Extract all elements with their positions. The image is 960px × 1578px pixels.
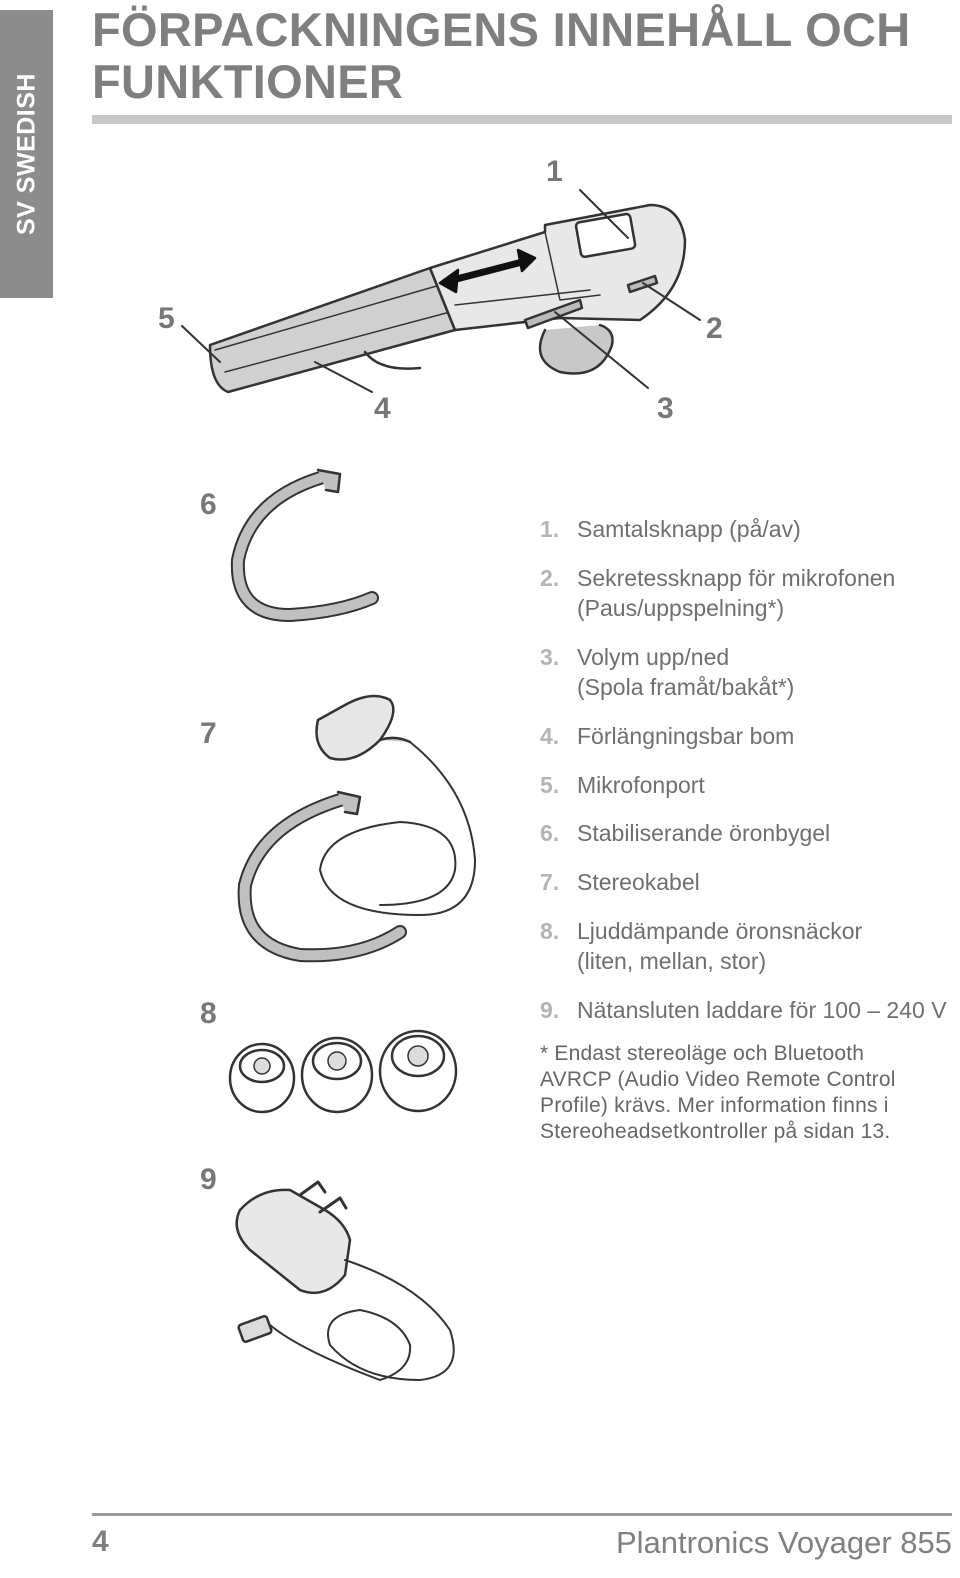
legend-item: 9. Nätansluten laddare för 100 – 240 V [540, 995, 947, 1025]
callout-1: 1 [546, 155, 563, 188]
extension-arrow [441, 256, 534, 286]
footnote-line: Stereoheadsetkontroller på sidan 13. [540, 1120, 891, 1143]
volume-rocker [523, 298, 584, 330]
callout-4: 4 [374, 392, 391, 425]
legend-text: Sekretessknapp för mikrofonen [577, 565, 896, 591]
callout-9: 9 [200, 1163, 217, 1196]
language-tab: SV SWEDISH [0, 10, 53, 298]
callout-7: 7 [200, 717, 217, 750]
eartip-large [378, 1029, 458, 1113]
legend-item: 5. Mikrofonport [540, 770, 705, 800]
legend-item: 2. Sekretessknapp för mikrofonen (Paus/upp… [540, 563, 895, 623]
privacy-button [626, 274, 659, 294]
footnote-line: Profile) krävs. Mer information finns i [540, 1094, 889, 1117]
callout-5: 5 [158, 302, 175, 335]
legend-text: Volym upp/ned [577, 644, 730, 670]
usb-plug [237, 1315, 273, 1343]
legend-text: (liten, mellan, stor) [577, 948, 767, 974]
page-number: 4 [92, 1525, 109, 1558]
page-title-line-1: FÖRPACKNINGENS INNEHÅLL OCH [92, 3, 911, 56]
charger-cable [269, 1259, 455, 1381]
legend-text: (Paus/uppspelning*) [577, 595, 785, 621]
stereo-cable [319, 741, 476, 916]
title-divider [92, 115, 952, 124]
footer-divider [92, 1513, 952, 1516]
footnote-line: * Endast stereoläge och Bluetooth [540, 1042, 865, 1065]
eartip-medium [300, 1036, 374, 1114]
legend-number: 4. [540, 723, 560, 749]
legend-item: 7. Stereokabel [540, 867, 700, 897]
headset-eartip [538, 323, 614, 375]
legend-number: 7. [540, 869, 560, 895]
legend-text: Samtalsknapp (på/av) [577, 516, 801, 542]
legend-item: 4. Förlängningsbar bom [540, 721, 794, 751]
call-button [574, 212, 637, 259]
legend-text: Förlängningsbar bom [577, 723, 795, 749]
callout-6: 6 [200, 488, 217, 521]
page-title-line-2: FUNKTIONER [92, 55, 404, 108]
ear-loop [230, 471, 379, 622]
headset-illustration [181, 189, 701, 1381]
legend-number: 1. [540, 516, 560, 542]
legend-item: 6. Stabiliserande öronbygel [540, 818, 830, 848]
legend-text: (Spola framåt/bakåt*) [577, 674, 795, 700]
product-name: Plantronics Voyager 855 [615, 1525, 952, 1560]
callout-2: 2 [706, 312, 723, 345]
stereo-earbud [315, 694, 395, 761]
legend-text: Mikrofonport [577, 772, 705, 798]
legend-number: 8. [540, 918, 560, 944]
legend-number: 2. [540, 565, 560, 591]
legend-item: 3. Volym upp/ned (Spola framåt/bakåt*) [540, 642, 794, 702]
legend-number: 6. [540, 820, 560, 846]
legend-text: Ljuddämpande öronsnäckor [577, 918, 863, 944]
page-title: FÖRPACKNINGENS INNEHÅLL OCH FUNKTIONER [92, 4, 952, 108]
legend-number: 3. [540, 644, 560, 670]
charger-body [235, 1188, 352, 1295]
legend-item: 1. Samtalsknapp (på/av) [540, 514, 801, 544]
legend-number: 9. [540, 997, 560, 1023]
legend-item: 8. Ljuddämpande öronsnäckor (liten, mellan… [540, 916, 862, 976]
callout-8: 8 [200, 997, 217, 1030]
callout-3: 3 [657, 392, 674, 425]
eartip-small [228, 1042, 296, 1114]
legend-number: 5. [540, 772, 560, 798]
legend-text: Stabiliserande öronbygel [577, 820, 831, 846]
headset-boom [208, 266, 457, 394]
legend-text: Stereokabel [577, 869, 700, 895]
footnote: * Endast stereoläge och Bluetooth AVRCP … [540, 1041, 960, 1145]
legend-text: Nätansluten laddare för 100 – 240 V [577, 997, 947, 1023]
footnote-line: AVRCP (Audio Video Remote Control [540, 1068, 896, 1091]
